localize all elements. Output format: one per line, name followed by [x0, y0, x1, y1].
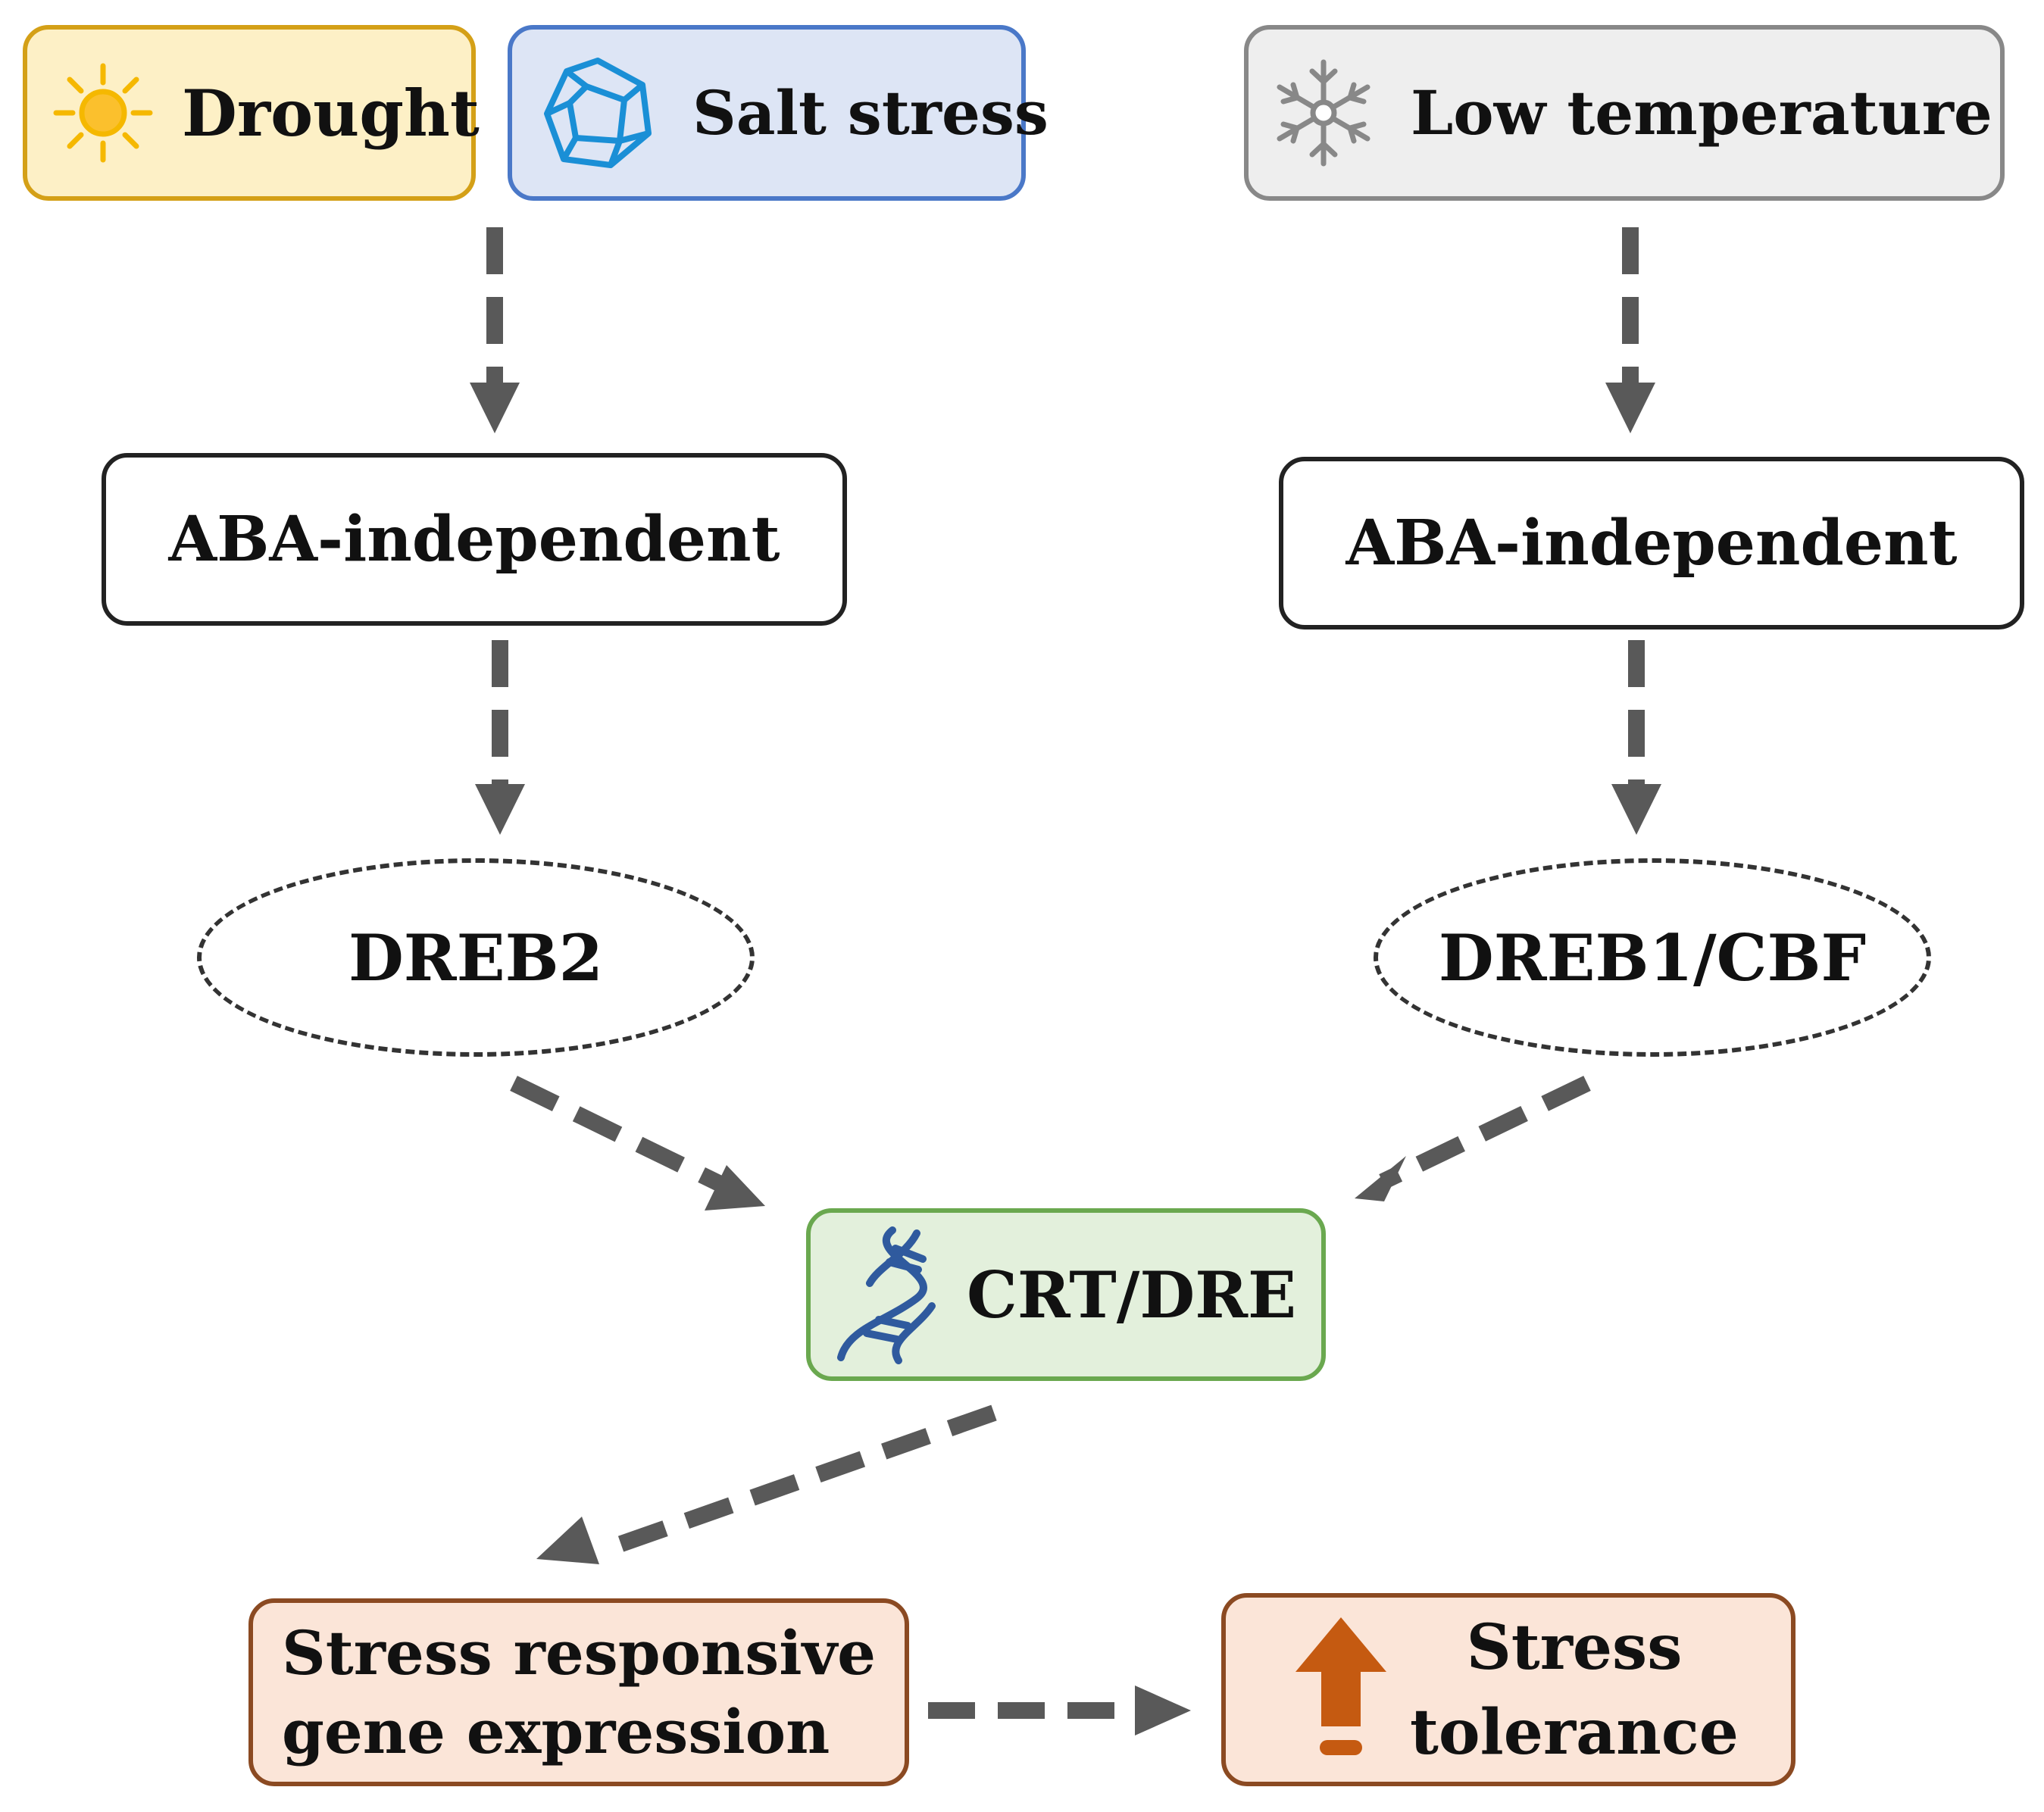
dreb1-cbf-ellipse: DREB1/CBF — [1374, 858, 1931, 1057]
snowflake-icon — [1277, 59, 1370, 167]
crystal-icon — [544, 58, 652, 168]
dna-icon — [837, 1226, 936, 1364]
arrow-dreb2-to-crt — [510, 1076, 727, 1193]
up-arrow-icon — [1295, 1617, 1386, 1755]
gene-expression-line1: Stress responsive — [281, 1617, 877, 1689]
salt-stress-label: Salt stress — [692, 77, 1049, 148]
low-temperature-label: Low temperature — [1411, 77, 1992, 148]
aba-independent-right-box: ABA-independent — [1279, 457, 2024, 630]
gene-expression-line2: gene expression — [281, 1696, 830, 1767]
stress-tolerance-line2: tolerance — [1410, 1695, 1739, 1769]
arrowhead-3 — [475, 784, 525, 835]
stress-tolerance-line1: Stress — [1466, 1610, 1683, 1684]
salt-stress-box: Salt stress — [508, 25, 1049, 201]
dreb1-cbf-label: DREB1/CBF — [1438, 920, 1867, 995]
crt-dre-label: CRT/DRE — [967, 1257, 1297, 1332]
aba-independent-right-label: ABA-independent — [1345, 507, 1958, 580]
arrow-crt-to-expression — [603, 1404, 997, 1557]
stress-tolerance-box: Stress tolerance — [1221, 1593, 1796, 1786]
dreb2-label: DREB2 — [348, 920, 604, 995]
crt-dre-box: CRT/DRE — [806, 1208, 1326, 1381]
drought-label: Drought — [182, 75, 480, 151]
sun-icon — [53, 63, 153, 163]
arrowhead-8 — [1135, 1685, 1191, 1735]
low-temperature-box: Low temperature — [1244, 25, 2005, 201]
drought-box: Drought — [23, 25, 480, 201]
arrowhead-6 — [1355, 1156, 1406, 1201]
arrowhead-1 — [470, 383, 520, 433]
dreb2-ellipse: DREB2 — [197, 858, 755, 1057]
arrowhead-2 — [1605, 383, 1655, 433]
aba-independent-left-label: ABA-independent — [168, 503, 780, 576]
arrowhead-7 — [536, 1517, 599, 1564]
aba-independent-left-box: ABA-independent — [102, 453, 847, 626]
arrow-dreb1-to-crt — [1379, 1076, 1591, 1189]
arrowhead-4 — [1611, 784, 1661, 835]
gene-expression-box: Stress responsive gene expression — [248, 1598, 909, 1786]
arrowhead-5 — [705, 1165, 765, 1211]
